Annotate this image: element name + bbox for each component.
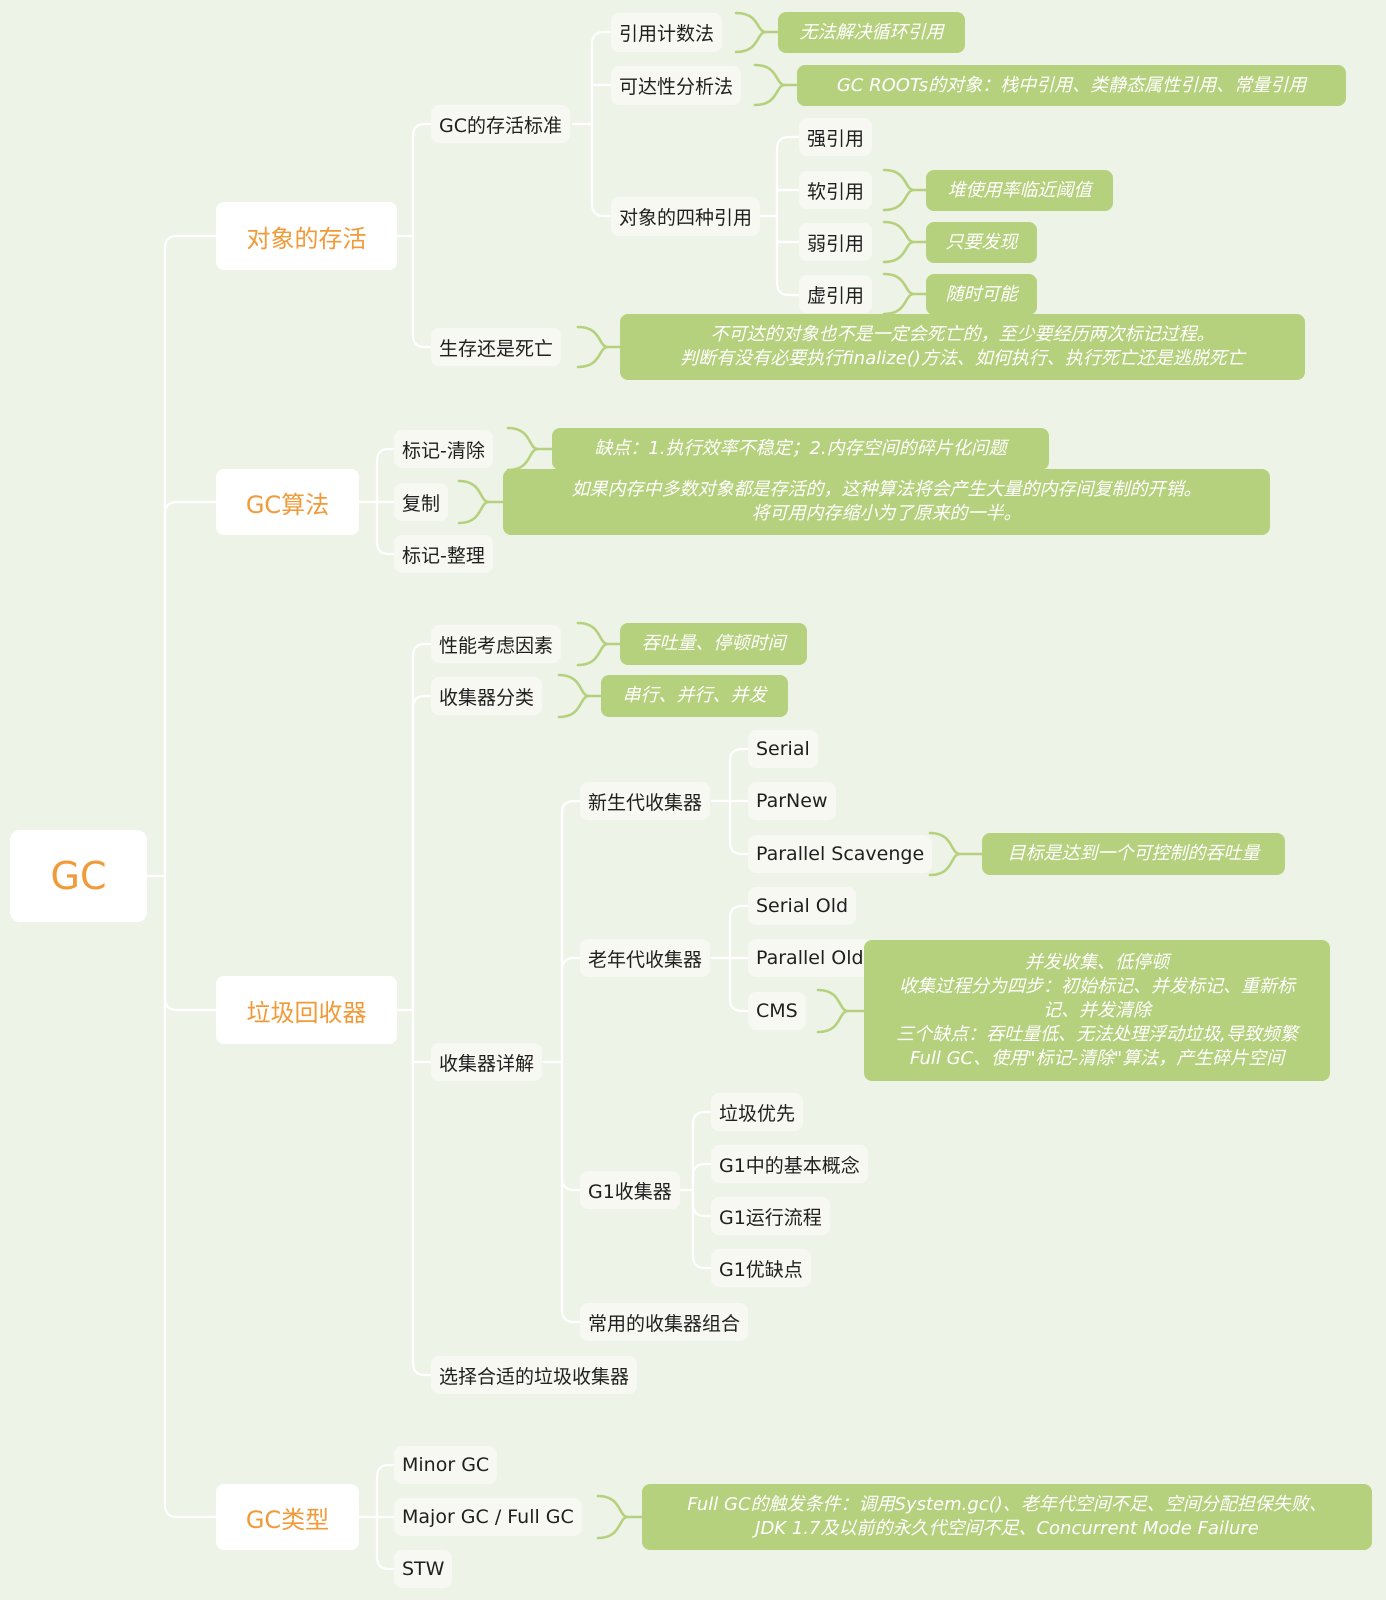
note-collector-classification: 串行、并行、并发	[601, 675, 788, 717]
node-mark-compact[interactable]: 标记-整理	[394, 535, 493, 573]
node-serial-old[interactable]: Serial Old	[748, 887, 857, 925]
node-old-gen-collectors[interactable]: 老年代收集器	[580, 939, 711, 977]
note-parallel-scavenge: 目标是达到一个可控制的吞吐量	[982, 833, 1285, 875]
node-choose-collector[interactable]: 选择合适的垃圾收集器	[431, 1356, 638, 1394]
node-reference-counting[interactable]: 引用计数法	[611, 13, 723, 52]
note-full-gc-triggers: Full GC的触发条件：调用System.gc()、老年代空间不足、空间分配担…	[642, 1484, 1372, 1550]
node-parallel-old[interactable]: Parallel Old	[748, 939, 872, 977]
node-collector-details[interactable]: 收集器详解	[431, 1043, 543, 1081]
note-full-gc-line-2: JDK 1.7及以前的永久代空间不足、Concurrent Mode Failu…	[755, 1518, 1259, 1539]
note-live-or-die: 不可达的对象也不是一定会死亡的，至少要经历两次标记过程。 判断有没有必要执行fi…	[620, 314, 1305, 380]
node-weak-reference[interactable]: 弱引用	[799, 223, 873, 261]
node-parallel-scavenge[interactable]: Parallel Scavenge	[748, 835, 933, 873]
note-phantom-reference: 随时可能	[926, 274, 1037, 315]
note-cms-line-4: 三个缺点：吞吐量低、无法处理浮动垃圾,导致频繁	[896, 1023, 1298, 1045]
note-copying-line-2: 将可用内存缩小为了原来的一半。	[751, 503, 1022, 524]
topic-gc-types[interactable]: GC类型	[216, 1484, 359, 1550]
note-full-gc-line-1: Full GC的触发条件：调用System.gc()、老年代空间不足、空间分配担…	[687, 1494, 1327, 1515]
node-copying[interactable]: 复制	[394, 483, 449, 521]
node-reachability-analysis[interactable]: 可达性分析法	[611, 66, 742, 105]
node-minor-gc[interactable]: Minor GC	[394, 1446, 498, 1484]
node-four-references[interactable]: 对象的四种引用	[611, 197, 761, 236]
topic-garbage-collectors[interactable]: 垃圾回收器	[216, 976, 397, 1044]
node-g1-run-flow[interactable]: G1运行流程	[711, 1197, 830, 1235]
note-performance-factors: 吞吐量、停顿时间	[620, 623, 807, 665]
note-cms-line-2: 收集过程分为四步：初始标记、并发标记、重新标	[899, 975, 1295, 997]
root-node-gc[interactable]: GC	[10, 830, 147, 922]
node-phantom-reference[interactable]: 虚引用	[799, 275, 873, 313]
note-soft-reference: 堆使用率临近阈值	[926, 170, 1113, 211]
node-common-combinations[interactable]: 常用的收集器组合	[580, 1303, 749, 1341]
note-reference-counting: 无法解决循环引用	[778, 12, 965, 53]
node-g1-basic-concepts[interactable]: G1中的基本概念	[711, 1145, 868, 1183]
note-cms-line-3: 记、并发清除	[1043, 999, 1151, 1021]
node-stw[interactable]: STW	[394, 1550, 453, 1588]
note-cms-line-5: Full GC、使用"标记-清除"算法，产生碎片空间	[909, 1047, 1285, 1069]
node-survival-criteria[interactable]: GC的存活标准	[431, 105, 570, 143]
topic-gc-algorithms[interactable]: GC算法	[216, 469, 359, 535]
node-parnew[interactable]: ParNew	[748, 782, 836, 820]
topic-object-survival[interactable]: 对象的存活	[216, 202, 397, 270]
node-soft-reference[interactable]: 软引用	[799, 171, 873, 209]
note-cms: 并发收集、低停顿 收集过程分为四步：初始标记、并发标记、重新标 记、并发清除 三…	[864, 940, 1330, 1081]
node-performance-factors[interactable]: 性能考虑因素	[431, 625, 562, 663]
node-g1-garbage-first[interactable]: 垃圾优先	[711, 1093, 804, 1131]
node-young-gen-collectors[interactable]: 新生代收集器	[580, 782, 711, 820]
note-mark-sweep: 缺点：1.执行效率不稳定；2.内存空间的碎片化问题	[552, 428, 1049, 470]
note-reachability-analysis: GC ROOTs的对象：栈中引用、类静态属性引用、常量引用	[797, 65, 1346, 106]
node-g1-pros-cons[interactable]: G1优缺点	[711, 1249, 811, 1287]
note-live-or-die-line-2: 判断有没有必要执行finalize()方法、如何执行、执行死亡还是逃脱死亡	[680, 348, 1245, 369]
note-weak-reference: 只要发现	[926, 222, 1037, 263]
node-major-full-gc[interactable]: Major GC / Full GC	[394, 1498, 582, 1536]
node-live-or-die[interactable]: 生存还是死亡	[431, 328, 562, 366]
node-cms[interactable]: CMS	[748, 992, 806, 1030]
note-cms-line-1: 并发收集、低停顿	[1025, 951, 1169, 973]
node-mark-sweep[interactable]: 标记-清除	[394, 430, 493, 468]
node-collector-classification[interactable]: 收集器分类	[431, 677, 543, 715]
note-copying: 如果内存中多数对象都是存活的，这种算法将会产生大量的内存间复制的开销。 将可用内…	[503, 469, 1270, 535]
node-serial[interactable]: Serial	[748, 730, 818, 768]
node-strong-reference[interactable]: 强引用	[799, 118, 873, 156]
note-copying-line-1: 如果内存中多数对象都是存活的，这种算法将会产生大量的内存间复制的开销。	[571, 479, 1202, 500]
note-live-or-die-line-1: 不可达的对象也不是一定会死亡的，至少要经历两次标记过程。	[710, 324, 1215, 345]
node-g1-collector[interactable]: G1收集器	[580, 1171, 680, 1209]
